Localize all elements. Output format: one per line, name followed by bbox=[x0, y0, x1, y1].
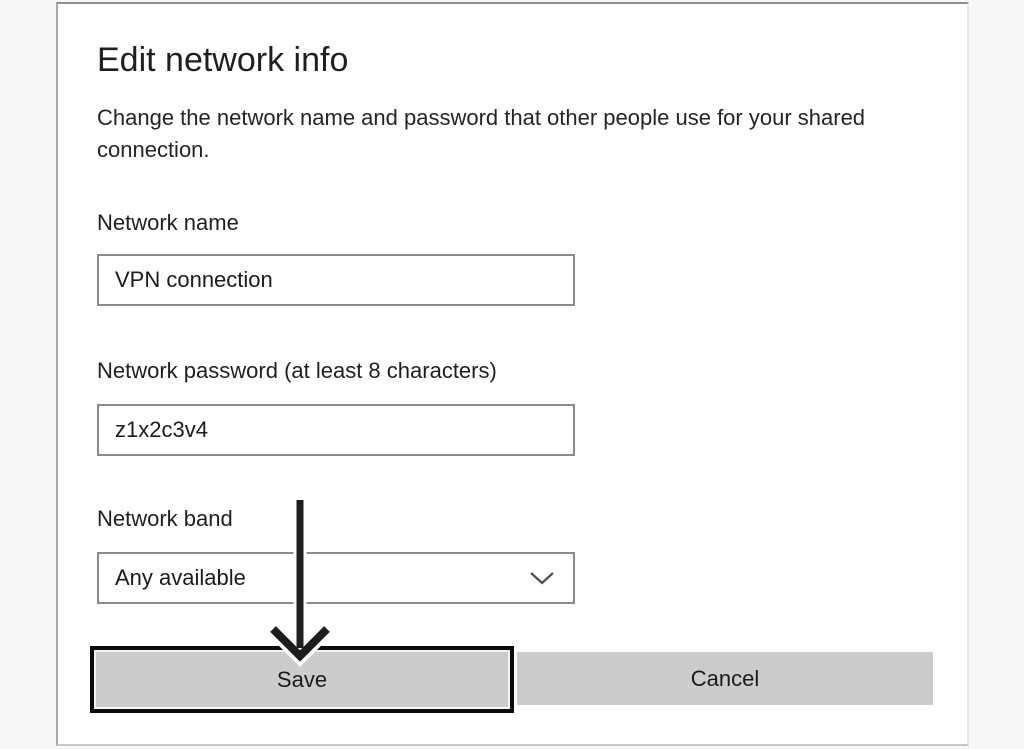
network-name-label: Network name bbox=[97, 210, 239, 235]
cancel-button[interactable]: Cancel bbox=[517, 652, 933, 705]
network-password-label: Network password (at least 8 characters) bbox=[97, 358, 497, 383]
network-band-selected-value: Any available bbox=[115, 565, 246, 590]
chevron-down-icon bbox=[530, 572, 554, 585]
network-band-label: Network band bbox=[97, 506, 233, 531]
edit-network-info-dialog: Edit network info Change the network nam… bbox=[56, 2, 969, 746]
annotation-highlight-box: Save bbox=[90, 646, 514, 713]
save-button[interactable]: Save bbox=[96, 652, 508, 707]
dialog-title: Edit network info bbox=[97, 41, 349, 79]
network-name-input[interactable] bbox=[97, 254, 575, 306]
network-password-input[interactable] bbox=[97, 404, 575, 456]
dialog-description: Change the network name and password tha… bbox=[97, 105, 866, 162]
network-band-dropdown[interactable]: Any available bbox=[97, 552, 575, 604]
